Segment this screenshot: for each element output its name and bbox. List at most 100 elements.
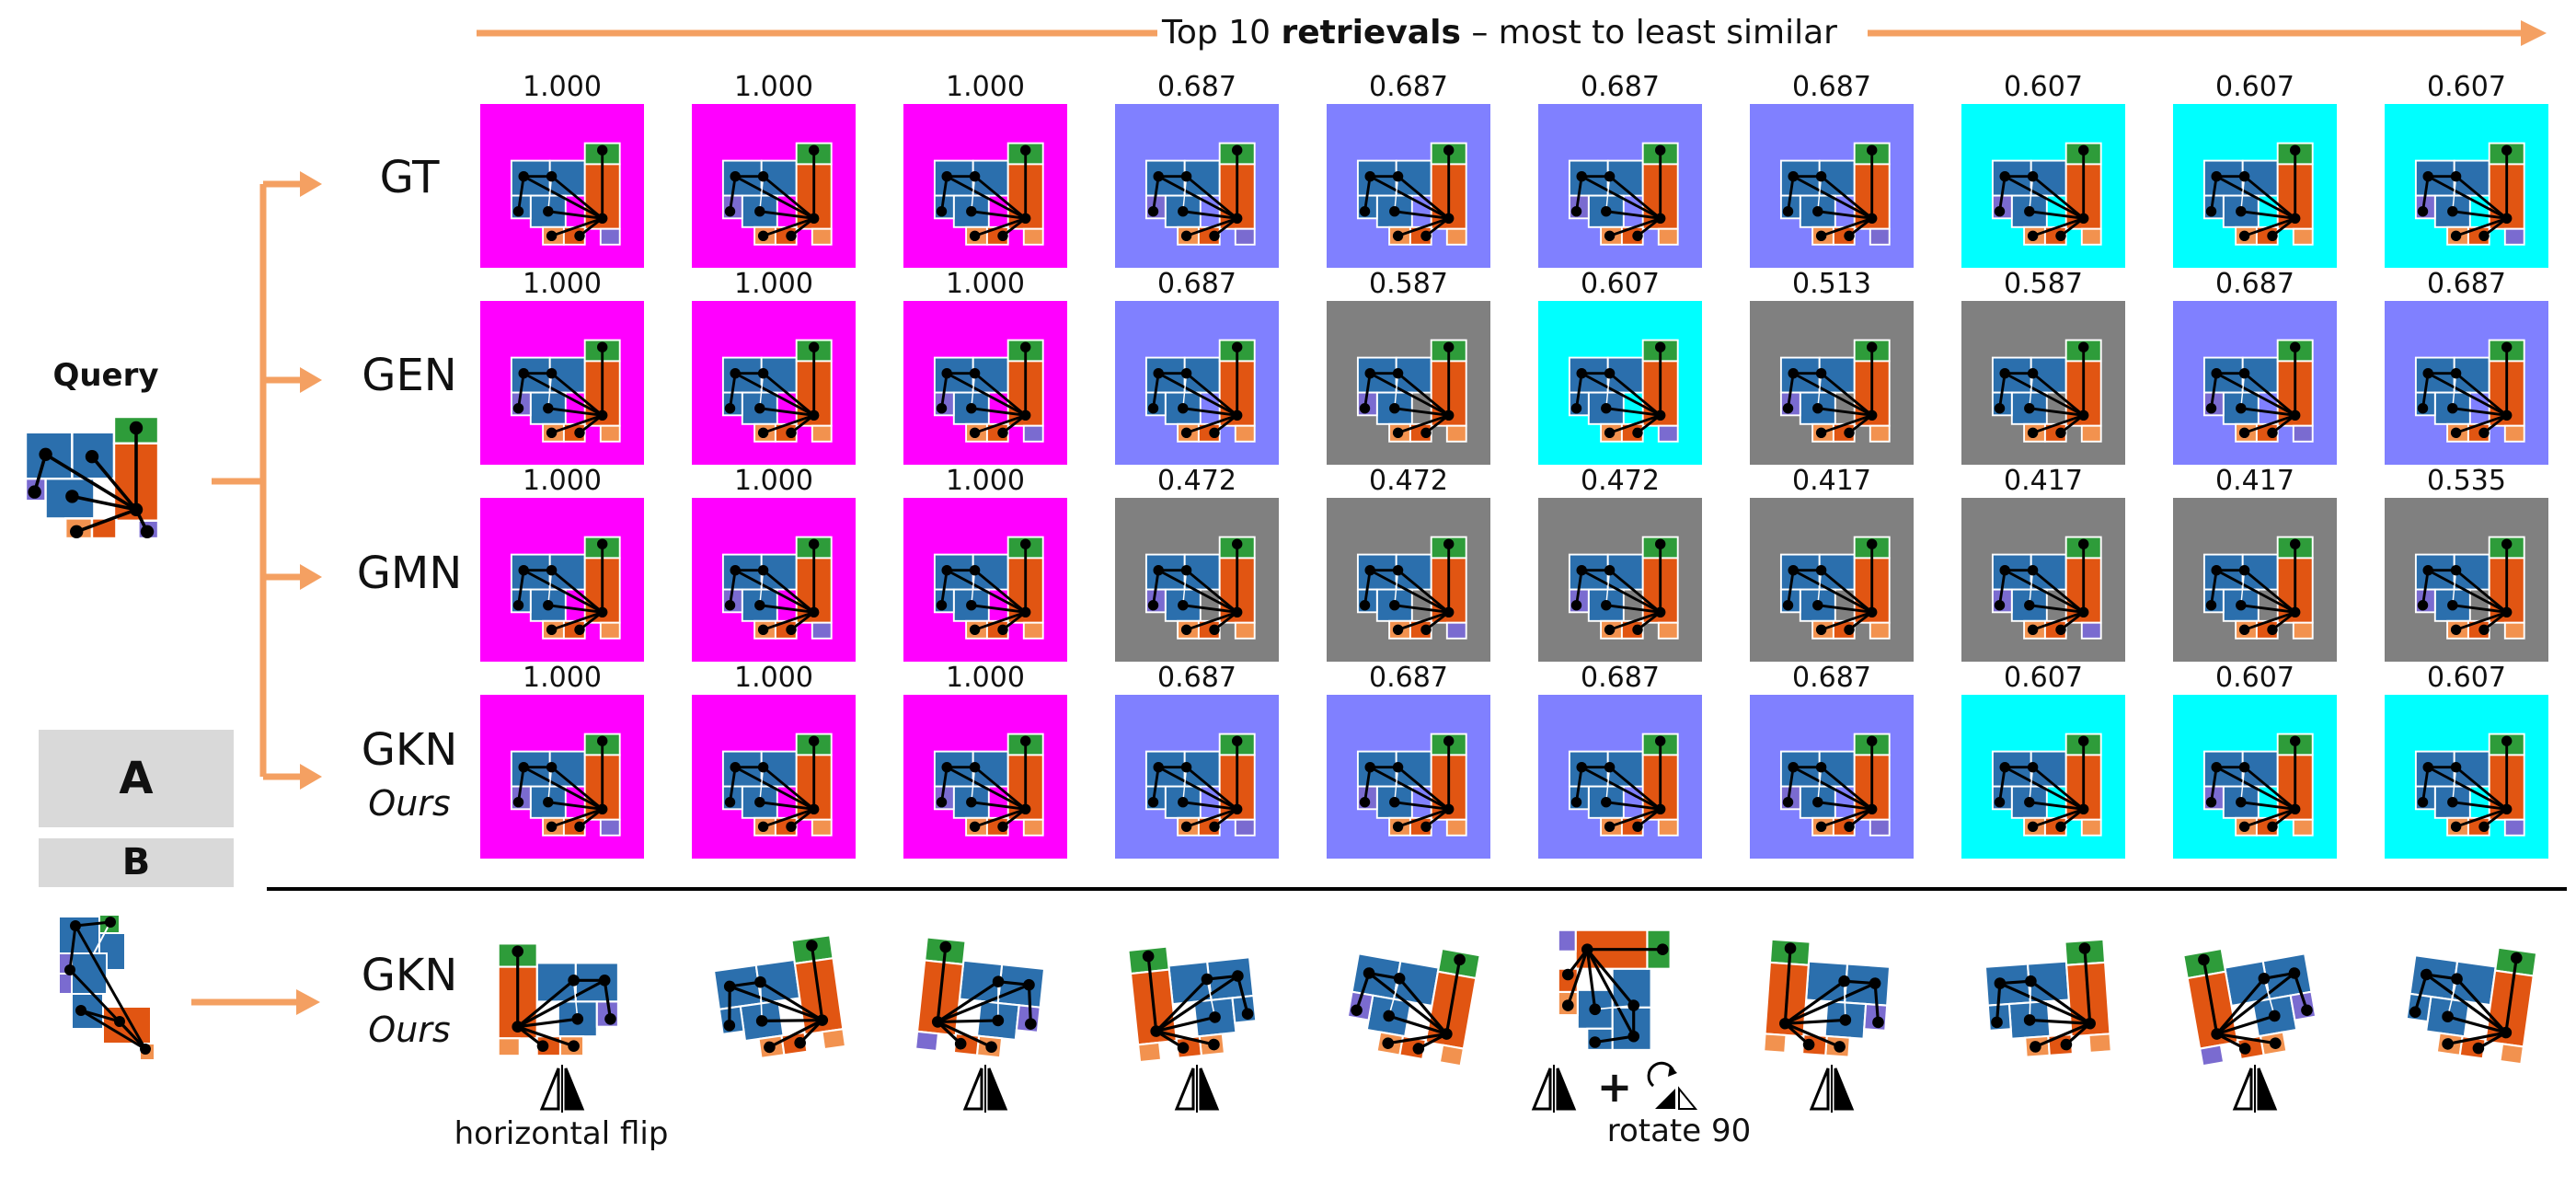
score-gt-5: 0.687 <box>1369 71 1448 103</box>
score-gmn-8: 0.417 <box>2004 465 2083 497</box>
score-gt-4: 0.687 <box>1157 71 1236 103</box>
floorplan-gmn-2 <box>721 536 833 640</box>
floorplan-gt-7 <box>1779 142 1891 246</box>
bottom-floorplan-2 <box>712 934 847 1059</box>
bottom-floorplan-3 <box>914 936 1046 1059</box>
floorplan-gmn-3 <box>933 536 1044 640</box>
bottom-floorplan-4 <box>1127 945 1258 1064</box>
score-gmn-2: 1.000 <box>734 465 813 497</box>
bottom-arrow <box>191 989 320 1015</box>
score-labels: 1.000 1.000 1.000 0.687 0.687 0.687 0.687 0.607… <box>523 71 2506 694</box>
score-gkn-9: 0.607 <box>2215 662 2294 694</box>
floorplan-gt-1 <box>510 142 621 246</box>
score-gen-8: 0.587 <box>2004 268 2083 300</box>
floorplan-gkn-7 <box>1779 733 1891 837</box>
caption-horizontal-flip: horizontal flip <box>454 1115 669 1152</box>
floorplan-gt-6 <box>1568 142 1679 246</box>
floorplan-gt-3 <box>933 142 1044 246</box>
score-gt-7: 0.687 <box>1792 71 1871 103</box>
bottom-floorplan-8 <box>1984 938 2112 1058</box>
score-gen-2: 1.000 <box>734 268 813 300</box>
flip-icon-3 <box>962 1065 1008 1113</box>
floorplan-gmn-9 <box>2202 536 2314 640</box>
score-gmn-10: 0.535 <box>2427 465 2506 497</box>
rotate-icon <box>1647 1061 1698 1110</box>
flip-icon-6 <box>1531 1065 1577 1113</box>
floorplan-gen-2 <box>721 339 833 443</box>
score-gmn-3: 1.000 <box>946 465 1025 497</box>
floorplan-gmn-4 <box>1144 536 1256 640</box>
bottom-label-gkn-ours: Ours <box>368 1010 451 1050</box>
score-gkn-10: 0.607 <box>2427 662 2506 694</box>
floorplan-gt-8 <box>1991 142 2102 246</box>
floorplan-gkn-8 <box>1991 733 2102 837</box>
row-label-gen: GEN <box>362 350 457 401</box>
score-gen-10: 0.687 <box>2427 268 2506 300</box>
score-gkn-5: 0.687 <box>1369 662 1448 694</box>
row-label-gkn: GKN <box>361 724 458 776</box>
score-gt-3: 1.000 <box>946 71 1025 103</box>
score-gmn-7: 0.417 <box>1792 465 1871 497</box>
score-gmn-6: 0.472 <box>1581 465 1660 497</box>
floorplan-gkn-9 <box>2202 733 2314 837</box>
score-gt-9: 0.607 <box>2215 71 2294 103</box>
bottom-floorplan-5 <box>1346 947 1481 1067</box>
score-gkn-8: 0.607 <box>2004 662 2083 694</box>
bottom-floorplan-1 <box>497 942 619 1057</box>
floorplan-gen-9 <box>2202 339 2314 443</box>
floorplan-gkn-2 <box>721 733 833 837</box>
legend-a: A <box>39 730 234 827</box>
retrieval-tiles <box>480 104 2548 859</box>
floorplan-gt-9 <box>2202 142 2314 246</box>
floorplan-gen-8 <box>1991 339 2102 443</box>
score-gt-8: 0.607 <box>2004 71 2083 103</box>
score-gen-7: 0.513 <box>1792 268 1871 300</box>
branch-arrowheads <box>300 171 322 790</box>
floorplan-gt-5 <box>1356 142 1467 246</box>
score-gmn-4: 0.472 <box>1157 465 1236 497</box>
score-gt-6: 0.687 <box>1581 71 1660 103</box>
floorplan-gmn-1 <box>510 536 621 640</box>
bottom-retrievals <box>497 929 2538 1067</box>
flip-icon-4 <box>1174 1065 1220 1113</box>
flip-icon-1 <box>539 1065 585 1113</box>
bottom-query-floorplan <box>58 914 155 1061</box>
caption-rotate-90: rotate 90 <box>1606 1113 1752 1149</box>
floorplan-gkn-10 <box>2414 733 2525 837</box>
floorplan-gmn-6 <box>1568 536 1679 640</box>
row-label-gt: GT <box>379 152 440 203</box>
floorplan-gen-6 <box>1568 339 1679 443</box>
floorplan-gen-3 <box>933 339 1044 443</box>
floorplan-gen-4 <box>1144 339 1256 443</box>
score-gen-6: 0.607 <box>1581 268 1660 300</box>
score-gkn-4: 0.687 <box>1157 662 1236 694</box>
branch-arrow <box>212 180 304 780</box>
floorplan-gen-7 <box>1779 339 1891 443</box>
floorplan-gen-1 <box>510 339 621 443</box>
score-gkn-1: 1.000 <box>523 662 602 694</box>
floorplan-gt-4 <box>1144 142 1256 246</box>
query-label: Query <box>52 357 159 394</box>
floorplan-gen-10 <box>2414 339 2525 443</box>
bottom-label-gkn: GKN <box>361 950 458 1001</box>
score-gkn-7: 0.687 <box>1792 662 1871 694</box>
floorplan-gen-5 <box>1356 339 1467 443</box>
score-gkn-2: 1.000 <box>734 662 813 694</box>
score-gkn-3: 1.000 <box>946 662 1025 694</box>
header-arrow <box>477 20 2547 46</box>
floorplan-gkn-3 <box>933 733 1044 837</box>
floorplan-gt-2 <box>721 142 833 246</box>
flip-icon-9 <box>2232 1065 2278 1113</box>
floorplan-gkn-1 <box>510 733 621 837</box>
score-gkn-6: 0.687 <box>1581 662 1660 694</box>
score-gen-3: 1.000 <box>946 268 1025 300</box>
score-gt-1: 1.000 <box>523 71 602 103</box>
score-gen-9: 0.687 <box>2215 268 2294 300</box>
transform-icons: + <box>539 1061 2278 1113</box>
score-gen-1: 1.000 <box>523 268 602 300</box>
score-gmn-1: 1.000 <box>523 465 602 497</box>
bottom-floorplan-10 <box>2405 946 2538 1066</box>
query-floorplan <box>24 415 160 540</box>
score-gmn-5: 0.472 <box>1369 465 1448 497</box>
floorplan-gt-10 <box>2414 142 2525 246</box>
